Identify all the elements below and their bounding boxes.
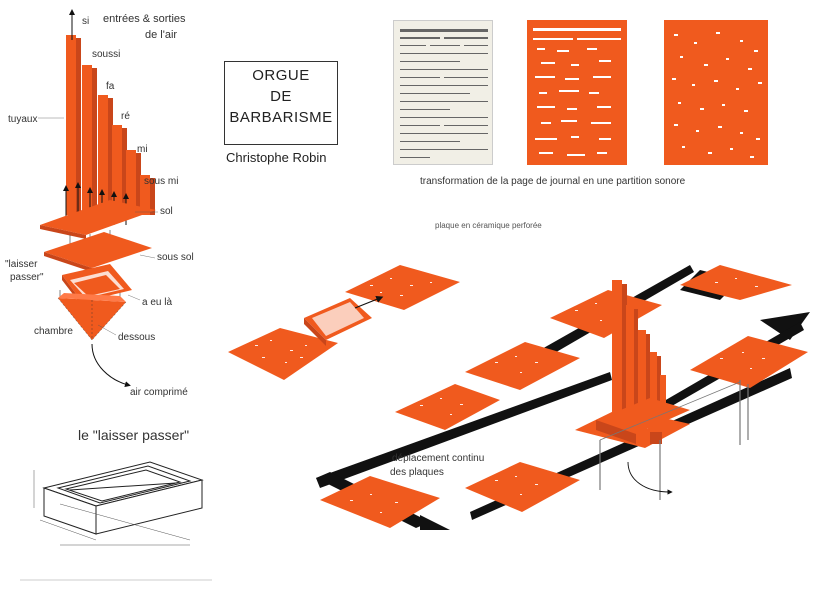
organ-pipes-right [596,280,690,444]
title-line-2: DE [270,88,292,105]
perforation-thumbnail [664,20,768,165]
label-transformation: transformation de la page de journal en … [420,176,686,187]
label-chambre: chambre [34,326,73,337]
label-aircomprime: air comprimé [130,387,188,398]
label-re: ré [121,111,130,122]
plate [228,328,338,380]
plate [320,476,440,528]
plate [690,336,808,388]
label-tuyaux: tuyaux [8,114,38,125]
laisser-passer-title: le "laisser passer" [78,427,190,443]
label-sousmi: sous mi [144,176,179,187]
title-line-3: BARBARISME [229,109,333,126]
label-sol: sol [160,206,173,217]
plate [680,265,792,300]
label-dessous: dessous [118,332,156,343]
plate-sol [40,200,156,235]
title-box: ORGUE DE BARBARISME [224,61,338,145]
label-laisser: "laisser [5,259,38,270]
organ-pipes-left [66,35,155,215]
laisser-passer-drawing [42,461,204,535]
label-desplaques: des plaques [390,467,444,478]
plate [465,462,580,512]
label-soussol: sous sol [157,252,194,263]
transformation-thumbnail [527,20,627,165]
perforated-plates [228,265,808,528]
plate-sous-sol [44,232,152,268]
label-fa: fa [106,81,115,92]
label-si: si [82,16,90,27]
label-air: de l'air [145,29,178,41]
label-aeula: a eu là [142,297,173,308]
plate [465,342,580,390]
label-deplacement: déplacement continu [392,453,485,464]
title-line-1: ORGUE [252,67,310,84]
label-soussi: soussi [92,49,121,60]
plate [550,290,662,338]
label-plaque: plaque en céramique perforée [435,221,542,230]
plate [345,265,460,310]
plate [395,384,500,430]
label-passer: passer" [10,272,44,283]
label-entrees: entrées & sorties [103,13,186,25]
label-mi: mi [137,144,148,155]
chambre-pyramid [58,298,126,340]
author-name: Christophe Robin [226,150,327,165]
newspaper-page-thumbnail [393,20,493,165]
